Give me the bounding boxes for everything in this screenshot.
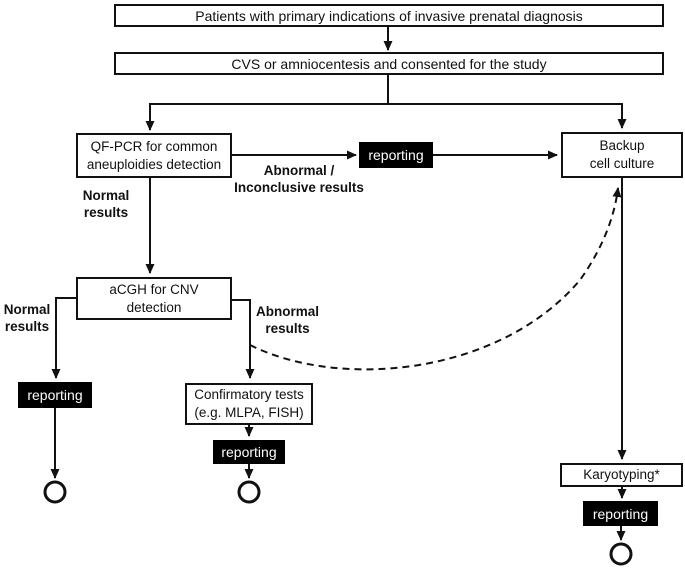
node-karyotyping: Karyotyping* [560, 463, 683, 487]
node-patients-label: Patients with primary indications of inv… [195, 7, 583, 24]
node-qfpcr-line1: QF-PCR for common [90, 138, 218, 154]
reporting-label: reporting [592, 505, 649, 522]
node-backup-line1: Backup [599, 138, 645, 153]
dashed-arrow-abnormal-to-backup [249, 187, 622, 371]
reporting-label: reporting [221, 444, 277, 460]
node-reporting-confirmatory: reporting [213, 440, 285, 464]
arrow-acgh-right-to-confirmatory [231, 299, 255, 379]
node-confirmatory-tests: Confirmatory tests (e.g. MLPA, FISH) [185, 383, 313, 425]
node-acgh: aCGH for CNV detection [76, 277, 232, 320]
node-reporting-qfpcr: reporting [359, 142, 433, 168]
terminal-circle-middle [237, 480, 261, 504]
terminal-circle-right [609, 542, 633, 566]
node-cvs-amniocentesis: CVS or amniocentesis and consented for t… [114, 52, 664, 75]
reporting-label: reporting [368, 147, 424, 163]
node-reporting-karyotyping: reporting [583, 501, 658, 526]
terminal-circle-left [43, 480, 67, 504]
arrow-acgh-left-to-reporting [51, 297, 77, 379]
node-qfpcr-line2: aneuploidies detection [86, 156, 222, 172]
edge-label-abnormal-inconclusive: Abnormal / Inconclusive results [234, 163, 364, 195]
node-confirmatory-line1: Confirmatory tests [194, 387, 304, 402]
edge-label-normal-results-qfpcr: Normal results [82, 188, 130, 220]
node-confirmatory-line2: (e.g. MLPA, FISH) [194, 405, 304, 420]
reporting-label: reporting [27, 387, 83, 403]
node-reporting-acgh-normal: reporting [18, 382, 92, 408]
edge-label-abnormal-results-acgh: Abnormal results [255, 304, 319, 336]
node-cvs-label: CVS or amniocentesis and consented for t… [231, 55, 547, 72]
node-karyotyping-label: Karyotyping* [583, 467, 660, 482]
node-backup-cell-culture: Backup cell culture [561, 132, 683, 178]
node-qfpcr: QF-PCR for common aneuploidies detection [76, 133, 232, 178]
node-acgh-line2: detection [126, 299, 182, 315]
node-backup-line2: cell culture [589, 156, 655, 171]
edge-label-normal-results-acgh: Normal results [3, 302, 51, 334]
node-patients: Patients with primary indications of inv… [114, 4, 664, 27]
node-acgh-line1: aCGH for CNV [109, 281, 199, 297]
